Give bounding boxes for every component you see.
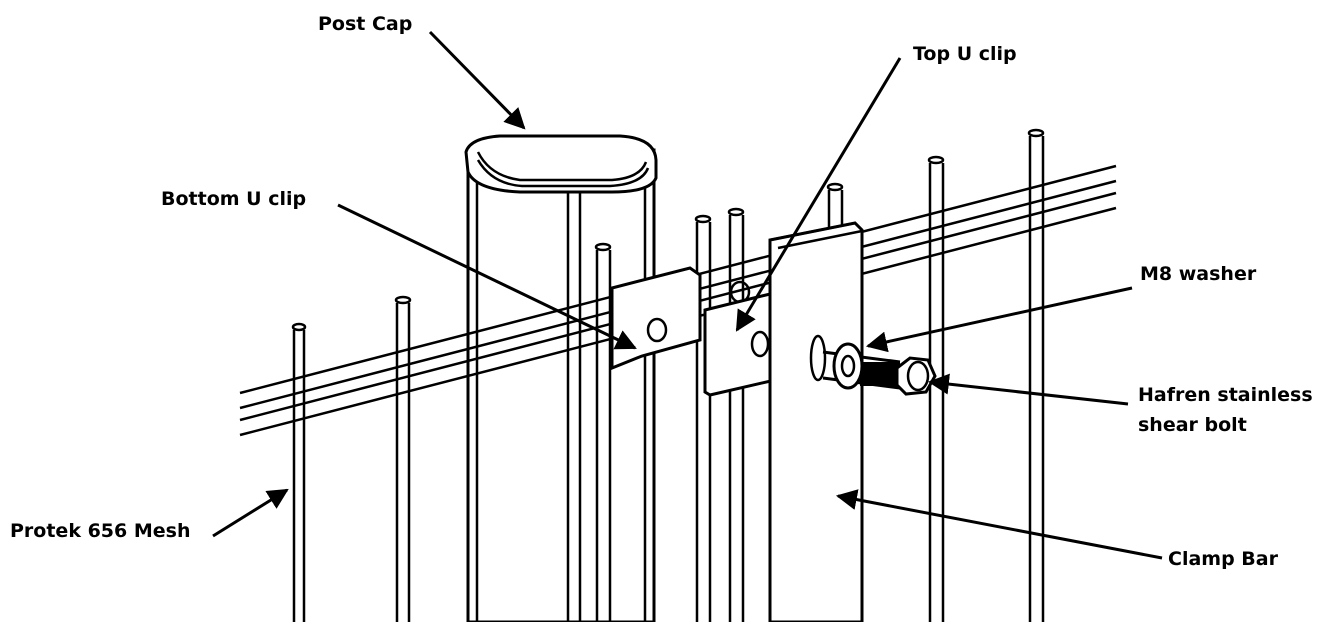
clamp-bar — [768, 221, 864, 622]
label-bolt-line2: shear bolt — [1138, 414, 1247, 436]
arrow-mesh — [212, 488, 289, 538]
post-cap — [464, 134, 658, 194]
shear-bolt — [822, 342, 937, 396]
arrow-shear-bolt — [927, 373, 1129, 406]
arrow-m8-washer — [865, 286, 1133, 353]
label-bottom-u-clip: Bottom U clip — [161, 188, 307, 210]
arrow-bottom-u-clip — [337, 203, 637, 350]
arrow-top-u-clip — [735, 57, 902, 332]
label-bolt-line1: Hafren stainless — [1138, 384, 1313, 406]
label-post-cap: Post Cap — [318, 13, 413, 35]
label-top-u-clip: Top U clip — [913, 43, 1017, 65]
arrow-clamp-bar — [835, 489, 1163, 560]
label-mesh: Protek 656 Mesh — [10, 520, 191, 542]
label-m8-washer: M8 washer — [1140, 263, 1257, 285]
leader-lines — [212, 30, 1163, 560]
label-clamp-bar: Clamp Bar — [1168, 548, 1278, 570]
top-u-clip — [703, 292, 777, 397]
arrow-post-cap — [428, 30, 526, 130]
fence-post — [466, 148, 656, 622]
